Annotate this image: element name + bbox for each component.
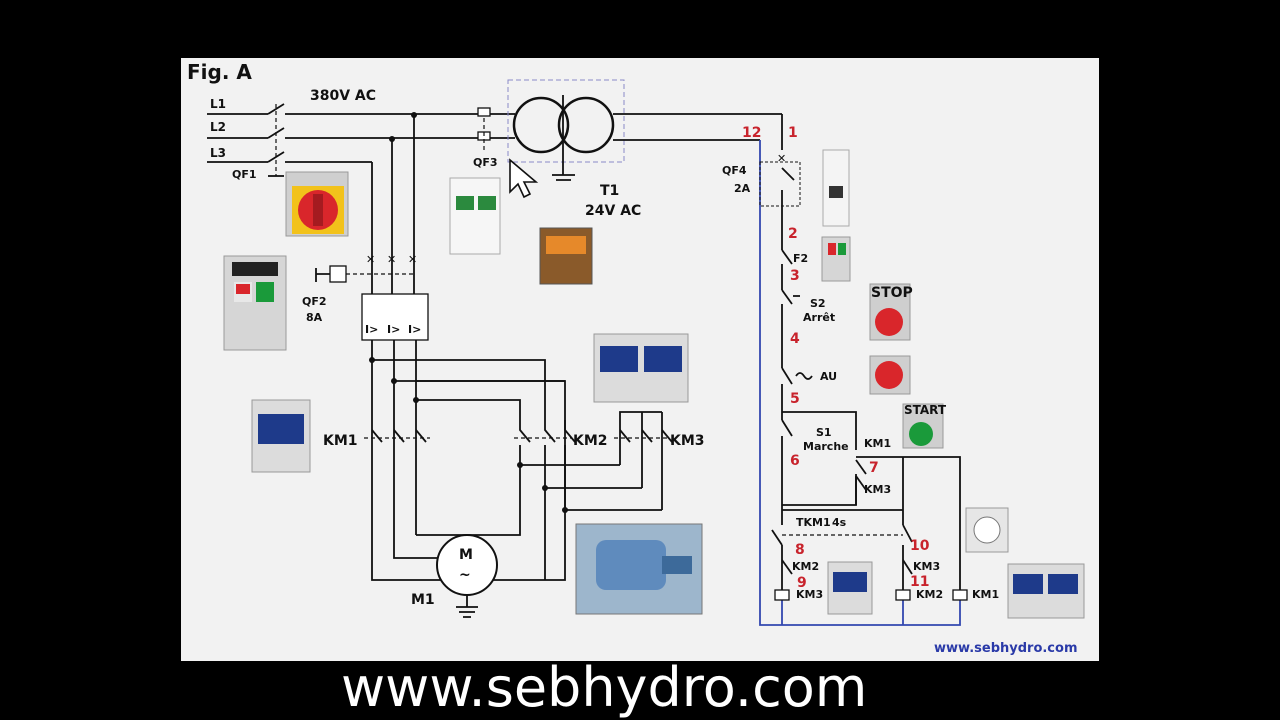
- svg-text:2: 2: [788, 226, 798, 242]
- label-s2: S2: [810, 297, 826, 310]
- svg-text:I>: I>: [365, 323, 378, 336]
- label-au: AU: [820, 370, 837, 383]
- svg-text:4: 4: [790, 331, 800, 347]
- label-tkm1: TKM1: [796, 516, 831, 529]
- figure-title: Fig. A: [187, 60, 252, 84]
- label-qf1: QF1: [232, 168, 257, 181]
- label-tkm1-delay: 4s: [832, 516, 847, 529]
- svg-text:7: 7: [869, 460, 879, 476]
- label-s1: S1: [816, 426, 832, 439]
- photo-motor-breaker: [223, 255, 287, 351]
- svg-text:11: 11: [910, 574, 929, 590]
- svg-text:10: 10: [910, 538, 930, 554]
- label-km3-interlock: KM3: [864, 483, 891, 496]
- breaker-qf2: ✕ ✕ ✕ I> I> I> QF2 8A: [302, 253, 429, 341]
- svg-text:6: 6: [790, 453, 800, 469]
- label-km2-power: KM2: [573, 433, 608, 449]
- photo-contactor-pair-2: [1007, 563, 1085, 619]
- photo-qf4-breaker: [822, 149, 850, 227]
- photo-contactor-km1: [251, 399, 311, 473]
- svg-text:8: 8: [795, 542, 805, 558]
- transformer-t1: QF3 T1 24V AC: [473, 79, 782, 219]
- svg-text:M: M: [459, 547, 473, 563]
- start-button: START: [902, 403, 947, 449]
- label-qf4: QF4: [722, 164, 747, 177]
- svg-text:✕: ✕: [366, 253, 375, 266]
- cursor-icon: [509, 158, 539, 199]
- label-s2-arret: Arrêt: [803, 311, 835, 324]
- photo-contactor-small: [827, 561, 873, 615]
- photo-qf3-fuse: [449, 177, 501, 255]
- svg-text:I>: I>: [408, 323, 421, 336]
- photo-motor: [575, 523, 703, 615]
- svg-text:9: 9: [797, 575, 807, 591]
- label-qf2: QF2: [302, 295, 327, 308]
- label-s1-marche: Marche: [803, 440, 849, 453]
- svg-text:12: 12: [742, 125, 761, 141]
- stop-button: STOP: [869, 283, 913, 341]
- label-l3: L3: [210, 146, 226, 160]
- label-km1-hold: KM1: [864, 437, 891, 450]
- label-24v: 24V AC: [585, 203, 641, 219]
- svg-text:✕: ✕: [408, 253, 417, 266]
- label-km3-power: KM3: [670, 433, 705, 449]
- website-banner: www.sebhydro.com: [341, 656, 867, 719]
- svg-text:~: ~: [459, 567, 471, 583]
- label-km2-interlock: KM2: [792, 560, 819, 573]
- label-m1: M1: [411, 592, 435, 608]
- svg-text:✕: ✕: [387, 253, 396, 266]
- photo-timer-module: [965, 507, 1009, 553]
- svg-text:✕: ✕: [777, 152, 786, 165]
- supply-lines: L1 L2 L3 380V AC QF1: [207, 88, 478, 258]
- label-coil-km3: KM3: [796, 588, 823, 601]
- photo-contactor-pair: [593, 333, 689, 403]
- power-circuit: KM1 KM2 KM3 M ~ M1: [323, 340, 705, 618]
- label-l2: L2: [210, 120, 226, 134]
- control-circuit: ✕ QF4 2A F2 S2 Arrêt AU S1 Marche KM1 KM…: [722, 114, 999, 626]
- website-small: www.sebhydro.com: [934, 641, 1078, 656]
- svg-text:1: 1: [788, 125, 798, 141]
- svg-text:3: 3: [790, 268, 800, 284]
- label-qf4-rating: 2A: [734, 182, 751, 195]
- svg-text:I>: I>: [387, 323, 400, 336]
- label-km1-power: KM1: [323, 433, 358, 449]
- label-t1: T1: [600, 183, 619, 199]
- svg-text:START: START: [904, 403, 947, 417]
- label-380v: 380V AC: [310, 88, 376, 104]
- label-qf3: QF3: [473, 156, 498, 169]
- photo-rotary-switch: [285, 171, 349, 237]
- label-f2: F2: [793, 252, 808, 265]
- label-coil-km2: KM2: [916, 588, 943, 601]
- label-km3-interlock-2: KM3: [913, 560, 940, 573]
- photo-f2-relay: [821, 236, 851, 282]
- motor-m1: [436, 534, 498, 596]
- svg-text:STOP: STOP: [871, 285, 913, 301]
- label-qf2-rating: 8A: [306, 311, 323, 324]
- svg-text:5: 5: [790, 391, 800, 407]
- photo-transformer: [539, 227, 593, 285]
- au-emergency-button: [869, 355, 911, 395]
- label-coil-km1: KM1: [972, 588, 999, 601]
- label-l1: L1: [210, 97, 226, 111]
